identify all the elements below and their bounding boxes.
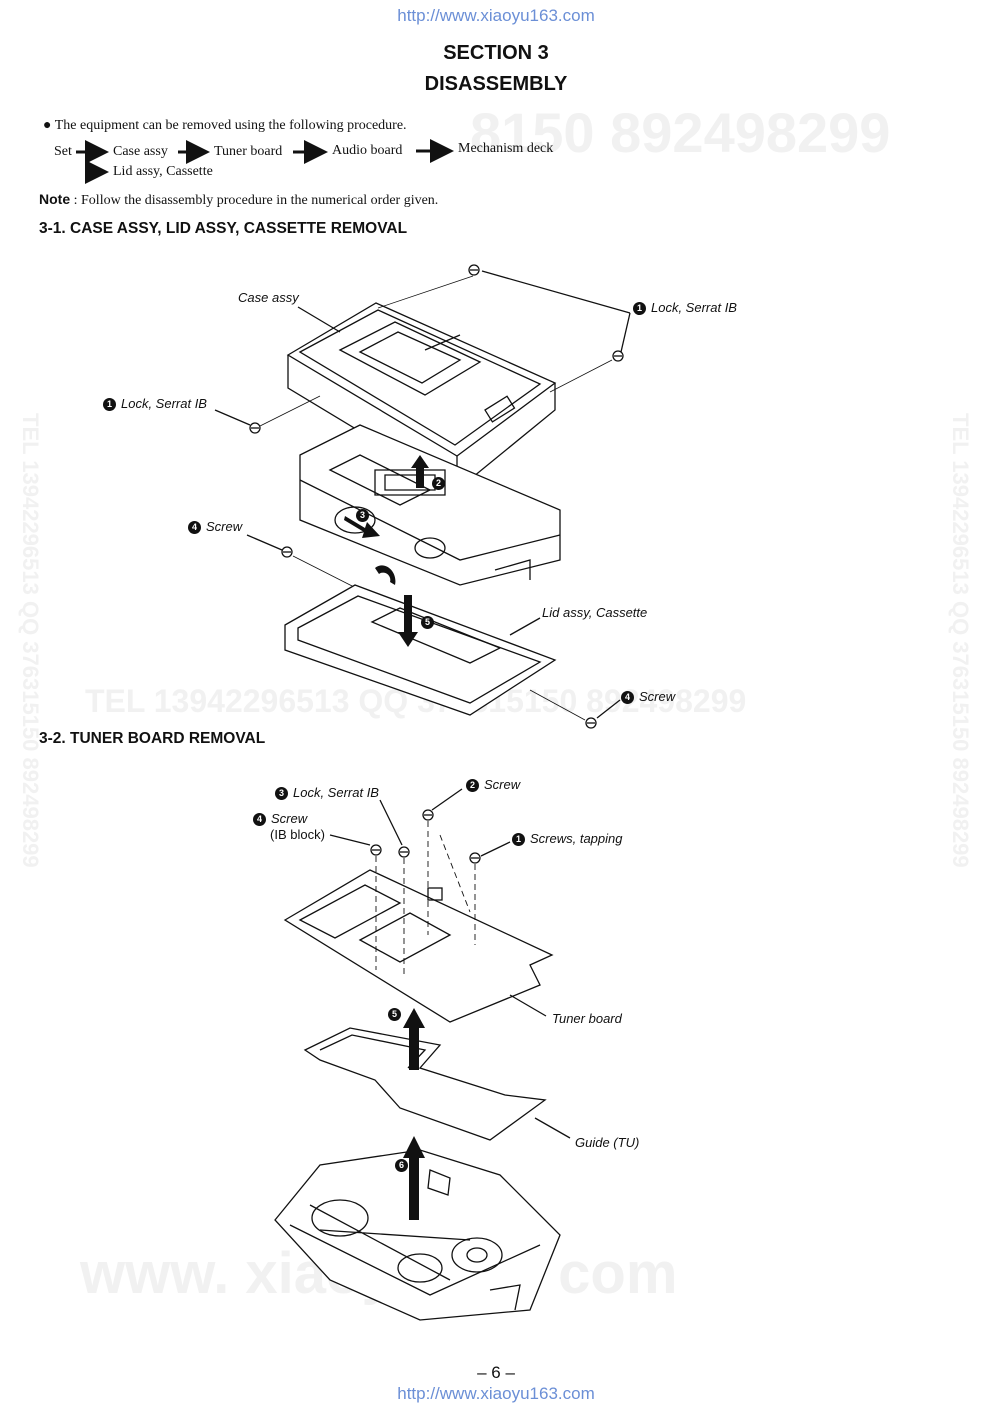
section-number: SECTION 3 (443, 42, 549, 64)
step-badge: 4 (253, 813, 266, 826)
flow-branch: Lid assy, Cassette (113, 164, 213, 179)
tuner-board-drawing (274, 788, 571, 1321)
step-badge: 5 (388, 1008, 401, 1021)
removal-arrows-3-1 (344, 455, 429, 647)
label-lock-serrat: 3 Lock, Serrat IB (275, 785, 379, 800)
section-3-2-heading: 3-2. TUNER BOARD REMOVAL (39, 730, 266, 747)
footer-url[interactable]: http://www.xiaoyu163.com (397, 1384, 595, 1403)
intro-bullet-text: The equipment can be removed using the f… (54, 118, 407, 133)
flow-step-1: Case assy (113, 144, 168, 159)
step-badge: 6 (395, 1159, 408, 1172)
note: Note : Follow the disassembly procedure … (39, 191, 438, 209)
page-number: – 6 – (477, 1363, 515, 1382)
step-2-badge: 2 (432, 475, 450, 490)
label-guide-tu: Guide (TU) (575, 1135, 640, 1150)
section-title: DISASSEMBLY (424, 73, 568, 95)
label-case-assy: Case assy (238, 290, 299, 305)
step-badge: 5 (421, 616, 434, 629)
label-text: Lock, Serrat IB (121, 396, 207, 411)
label-screws-tapping: 1 Screws, tapping (512, 831, 623, 846)
flow-start: Set (54, 144, 72, 159)
label-text: Screw (484, 777, 521, 792)
label-screw-right: 4 Screw (621, 689, 675, 704)
label-text: Lock, Serrat IB (293, 785, 379, 800)
step-3-badge: 3 (356, 507, 374, 522)
label-text: Screw (639, 689, 676, 704)
step-6-badge: 6 (395, 1157, 413, 1172)
step-5-badge: 5 (421, 614, 439, 629)
label-lock-serrat-right: 1 Lock, Serrat IB (633, 300, 737, 315)
section-3-1-heading: 3-1. CASE ASSY, LID ASSY, CASSETTE REMOV… (39, 220, 408, 237)
intro-bullet: ● The equipment can be removed using the… (43, 118, 407, 134)
flow-step-2: Tuner board (214, 144, 283, 159)
note-label: Note (39, 191, 71, 207)
step-badge: 4 (621, 691, 634, 704)
label-text: Screws, tapping (530, 831, 623, 846)
bullet-icon: ● (43, 118, 52, 133)
step-badge: 3 (275, 787, 288, 800)
watermark-top: 8150 892498299 (470, 101, 891, 164)
flow-arrows (76, 139, 454, 184)
header-url[interactable]: http://www.xiaoyu163.com (397, 6, 595, 25)
step-badge: 2 (466, 779, 479, 792)
step-badge: 3 (356, 509, 369, 522)
label-tuner-board: Tuner board (552, 1011, 622, 1026)
label-screw-ib-block: 4 Screw (253, 811, 307, 826)
label-lock-serrat-left: 1 Lock, Serrat IB (103, 396, 207, 411)
flow-step-3: Audio board (332, 143, 403, 158)
case-assy-drawing (214, 264, 631, 729)
step-5-badge-3-2: 5 (388, 1006, 406, 1021)
label-text: Lock, Serrat IB (651, 300, 737, 315)
note-text: : Follow the disassembly procedure in th… (73, 193, 439, 208)
label-text: Screw (206, 519, 243, 534)
step-badge: 1 (633, 302, 646, 315)
step-badge: 2 (432, 477, 445, 490)
label-screw: 2 Screw (466, 777, 520, 792)
step-badge: 4 (188, 521, 201, 534)
label-ib-block: (IB block) (270, 827, 325, 842)
label-screw-left: 4 Screw (188, 519, 242, 534)
removal-arrows-3-2 (403, 1008, 425, 1220)
flow-step-4: Mechanism deck (458, 141, 554, 156)
label-text: Screw (271, 811, 308, 826)
step-badge: 1 (512, 833, 525, 846)
label-lid-assy-cassette: Lid assy, Cassette (542, 605, 648, 620)
step-badge: 1 (103, 398, 116, 411)
